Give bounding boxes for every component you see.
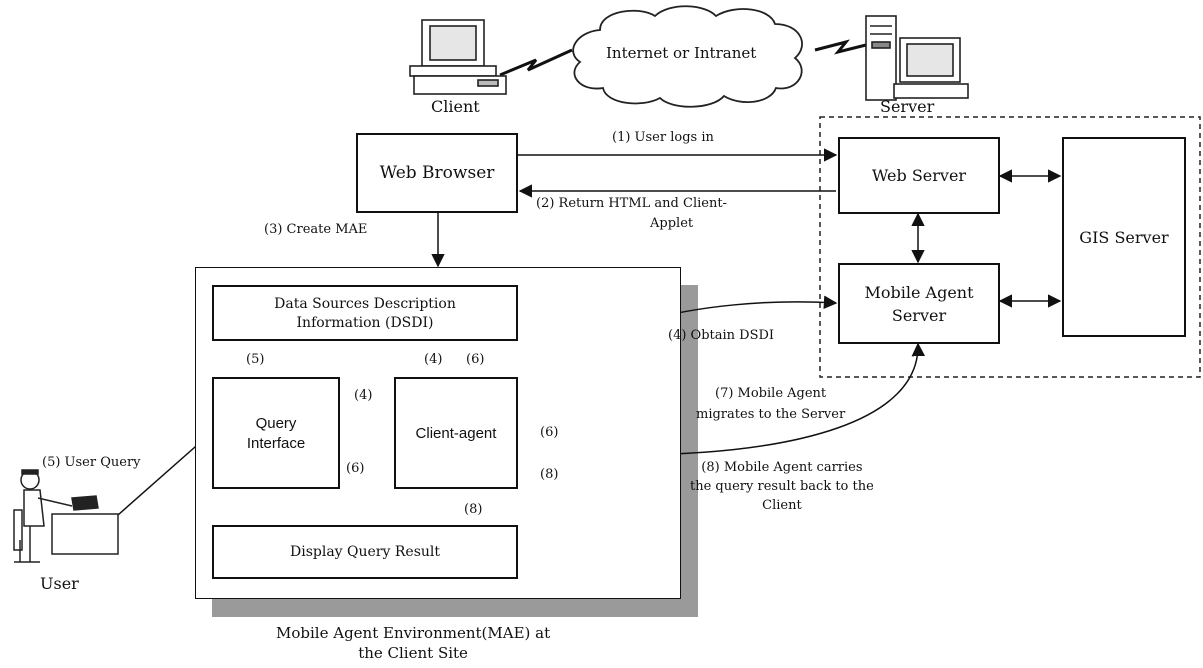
server-link-bolt <box>814 39 871 55</box>
client-link-bolt <box>499 48 573 77</box>
flow-label-step2-line2: Applet <box>650 216 694 231</box>
flow-label-step8-line1: (8) Mobile Agent carries <box>701 460 863 475</box>
flow-label-step7-line2: migrates to the Server <box>696 407 846 422</box>
flow-label-step5: (5) User Query <box>42 455 141 470</box>
client-computer-icon <box>409 19 507 95</box>
mae-caption: Mobile Agent Environment(MAE) at the Cli… <box>276 624 550 662</box>
step-num-6c: (6) <box>540 425 559 440</box>
client-label: Client <box>431 97 480 116</box>
query-interface-box: Query Interface <box>212 377 340 489</box>
server-label: Server <box>880 97 935 116</box>
gis-server-label: GIS Server <box>1079 227 1169 247</box>
mae-caption-line2: the Client Site <box>358 644 468 662</box>
web-server-label: Web Server <box>871 166 967 185</box>
display-result-label: Display Query Result <box>290 544 440 560</box>
mobile-agent-server-box: Mobile Agent Server <box>838 263 1000 344</box>
step-num-4b: (4) <box>354 388 373 403</box>
flow-label-step1: (1) User logs in <box>612 130 714 145</box>
server-region <box>819 116 1201 378</box>
step-num-6a: (6) <box>466 352 485 367</box>
step-num-8a: (8) <box>540 467 559 482</box>
cloud-shape <box>572 5 803 108</box>
query-interface-label-line2: Interface <box>246 434 306 452</box>
flow-label-step7: (7) Mobile Agent migrates to the Server <box>696 386 845 422</box>
step-num-5: (5) <box>246 352 265 367</box>
web-server-box: Web Server <box>838 137 1000 214</box>
web-browser-box: Web Browser <box>356 133 518 213</box>
query-interface-label-line1: Query <box>255 414 297 432</box>
flow-label-step7-line1: (7) Mobile Agent <box>715 386 827 401</box>
dsdi-label-line2: Information (DSDI) <box>296 314 434 331</box>
mae-caption-line1: Mobile Agent Environment(MAE) at <box>276 624 551 642</box>
gis-server-box: GIS Server <box>1062 137 1186 337</box>
web-browser-label: Web Browser <box>379 163 495 183</box>
dsdi-box: Data Sources Description Information (DS… <box>212 285 518 341</box>
user-at-desk-icon <box>13 469 119 563</box>
user-label: User <box>40 574 79 593</box>
arrow-agent-migrates <box>620 342 926 462</box>
step-num-4a: (4) <box>424 352 443 367</box>
mobile-agent-server-label-line1: Mobile Agent <box>864 282 974 302</box>
flow-label-step8-line2: the query result back to the <box>690 479 874 494</box>
mobile-agent-server-label-line2: Server <box>891 305 947 325</box>
flow-label-step3: (3) Create MAE <box>264 222 368 237</box>
flow-label-step4: (4) Obtain DSDI <box>668 328 775 343</box>
display-result-box: Display Query Result <box>212 525 518 579</box>
cloud-label: Internet or Intranet <box>606 44 757 62</box>
server-computer-icon <box>865 15 969 101</box>
step-num-8b: (8) <box>464 502 483 517</box>
dsdi-label-line1: Data Sources Description <box>274 295 456 312</box>
step-num-6b: (6) <box>346 461 365 476</box>
flow-label-step2-line1: (2) Return HTML and Client- <box>536 196 727 211</box>
client-agent-box: Client-agent <box>394 377 518 489</box>
client-agent-label: Client-agent <box>415 424 497 442</box>
flow-label-step8: (8) Mobile Agent carries the query resul… <box>690 460 874 513</box>
flow-label-step8-line3: Client <box>762 498 802 513</box>
